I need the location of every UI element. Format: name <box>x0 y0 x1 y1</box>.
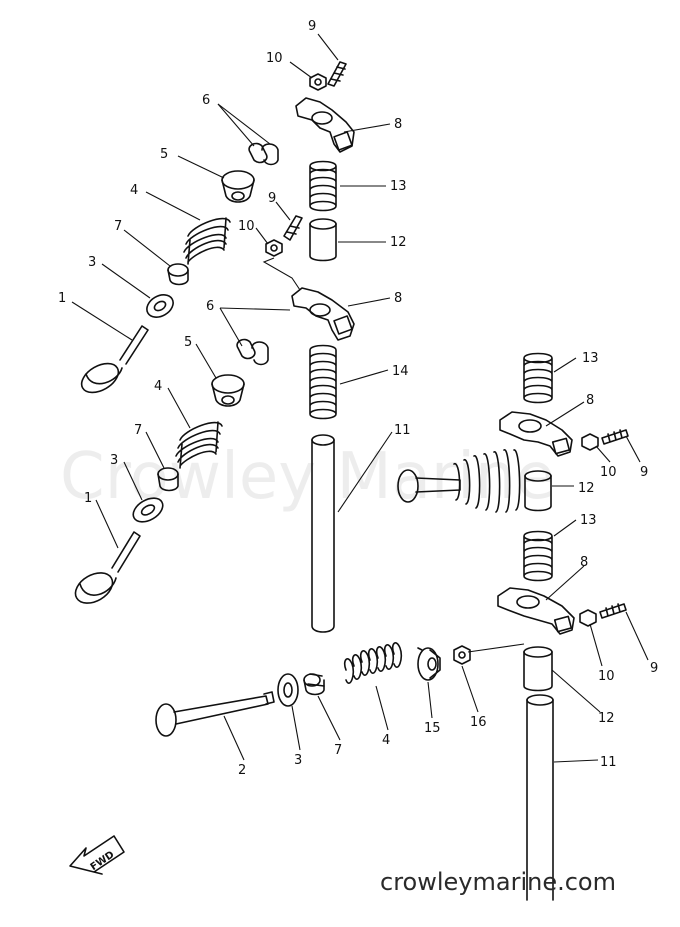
valve-seal-upper <box>167 263 189 286</box>
lock-nut-upper <box>309 73 327 91</box>
callout: 7 <box>334 743 342 758</box>
spring-seat-middle <box>132 497 164 523</box>
fwd-label: FWD <box>89 849 117 873</box>
callout: 1 <box>84 491 92 506</box>
valve-bottom <box>155 691 275 737</box>
callout: 10 <box>598 669 615 684</box>
callout: 11 <box>394 423 411 438</box>
callout: 16 <box>470 715 487 730</box>
watermark-text: Crowley Marine <box>60 440 555 514</box>
callout: 7 <box>114 219 122 234</box>
callout: 12 <box>390 235 407 250</box>
callout: 6 <box>206 299 214 314</box>
callout: 10 <box>266 51 283 66</box>
callout: 9 <box>650 661 658 676</box>
valve-seal-middle <box>157 467 179 492</box>
callout: 12 <box>578 481 595 496</box>
spring-retainer-bottom <box>417 647 441 681</box>
valve-spring-bottom <box>343 642 403 684</box>
callout: 2 <box>238 763 246 778</box>
rocker-arm-right-upper <box>499 411 629 457</box>
site-url: crowleymarine.com <box>380 868 616 896</box>
rocker-arm-upper <box>295 97 355 153</box>
upper-rocker-assembly <box>295 61 355 153</box>
callout: 9 <box>308 19 316 34</box>
rocker-bore <box>311 111 333 125</box>
callout: 6 <box>202 93 210 108</box>
callout: 8 <box>394 117 402 132</box>
callout: 9 <box>640 465 648 480</box>
spring-seat-bottom <box>277 673 299 707</box>
fwd-arrow-icon <box>69 835 125 875</box>
collar-right-upper <box>524 470 552 512</box>
callout: 14 <box>392 364 409 379</box>
spring-retainer-upper <box>221 170 255 203</box>
leader-lines <box>71 33 649 763</box>
middle-rocker-assembly <box>265 215 355 341</box>
valve-middle <box>74 531 141 604</box>
rocker-spring-upper <box>309 160 337 212</box>
fwd-arrow: FWD <box>69 835 125 875</box>
spring-retainer-middle <box>211 374 245 407</box>
callout: 8 <box>580 555 588 570</box>
callout: 8 <box>586 393 594 408</box>
callout: 13 <box>580 513 597 528</box>
adjust-screw-upper <box>327 61 347 87</box>
callout: 1 <box>58 291 66 306</box>
collar-upper <box>309 218 337 262</box>
callout: 5 <box>160 147 168 162</box>
valve-spring-upper <box>183 217 231 265</box>
callout: 4 <box>382 733 390 748</box>
callout: 12 <box>598 711 615 726</box>
callout: 13 <box>582 351 599 366</box>
callout: 11 <box>600 755 617 770</box>
valve-cotters-upper <box>248 142 279 166</box>
callout: 13 <box>390 179 407 194</box>
callout: 9 <box>268 191 276 206</box>
callout: 4 <box>130 183 138 198</box>
collar-right-lower <box>523 646 553 692</box>
callout: 7 <box>134 423 142 438</box>
callout: 15 <box>424 721 441 736</box>
callout: 8 <box>394 291 402 306</box>
callout: 4 <box>154 379 162 394</box>
rocker-arm-right-lower <box>497 587 627 635</box>
valve-seal-bottom <box>303 673 325 696</box>
callout: 10 <box>238 219 255 234</box>
rocker-spring-right-upper <box>523 352 553 404</box>
pushrod-right <box>526 694 554 901</box>
callout: 5 <box>184 335 192 350</box>
rocker-spring-right-lower <box>523 530 553 582</box>
cotter-bottom <box>453 645 471 665</box>
valve-cotters-middle <box>236 338 269 366</box>
callout: 3 <box>88 255 96 270</box>
spring-seat-upper <box>146 294 174 318</box>
callout: 3 <box>110 453 118 468</box>
nut-hole <box>314 78 322 86</box>
pushrod-spring <box>309 344 337 420</box>
valve-spring-middle <box>175 421 223 469</box>
valve-upper <box>80 325 149 394</box>
callout: 10 <box>600 465 617 480</box>
pushrod-left <box>311 434 335 633</box>
callout-labels: 9 10 8 6 5 13 4 9 10 7 12 3 1 8 6 5 14 4… <box>58 19 658 778</box>
rocker-pad <box>333 131 353 151</box>
callout: 3 <box>294 753 302 768</box>
valve-horizontal-upper <box>397 449 521 513</box>
